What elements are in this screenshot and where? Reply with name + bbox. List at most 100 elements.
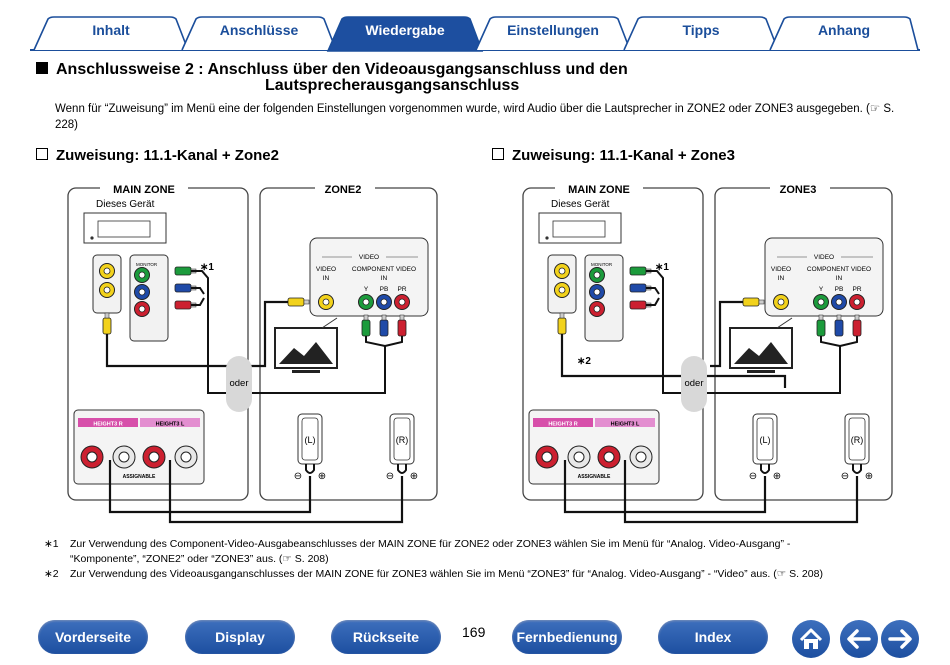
assignable-label: ASSIGNABLE — [578, 474, 611, 480]
tv-green-plug-tip — [363, 314, 369, 321]
speaker-terminal-core — [573, 451, 585, 463]
tab-anhang[interactable]: Anhang — [817, 22, 871, 38]
speaker-left-inner — [756, 417, 774, 461]
component-cable — [646, 270, 841, 394]
component-cable-r — [646, 297, 660, 306]
speaker-terminal-core — [118, 451, 130, 463]
speaker-left-lead — [305, 464, 315, 474]
back-button[interactable] — [840, 620, 878, 658]
video-in-label-2: IN — [778, 275, 785, 282]
intro-page-ref[interactable]: (☞ S. 228) — [55, 103, 895, 131]
nav-fernbedienung-button[interactable]: Fernbedienung — [512, 620, 622, 654]
intro-text: Wenn für “Zuweisung” im Menü eine der fo… — [55, 101, 915, 133]
tv-red-plug — [852, 319, 862, 337]
device-label: Dieses Gerät — [551, 199, 610, 210]
home-button[interactable] — [792, 620, 830, 658]
nav-display-button[interactable]: Display — [185, 620, 295, 654]
footnote-1-line-1: Zur Verwendung des Component-Video-Ausga… — [70, 538, 791, 550]
height3-r-label: HEIGHT3 R — [93, 422, 122, 428]
component-label-2: IN — [381, 275, 388, 282]
yellow-jack-core — [103, 267, 111, 275]
heading-line-1: Anschlussweise 2 : Anschluss über den Vi… — [56, 61, 628, 78]
yellow-plug-main — [557, 317, 567, 335]
or-pill — [681, 356, 707, 412]
tv-stand — [292, 370, 320, 373]
speaker-right-lead — [852, 464, 862, 474]
yellow-plug-main — [102, 317, 112, 335]
speaker-left — [752, 413, 778, 465]
green-jack-core — [593, 271, 601, 279]
pb-label: PB — [835, 286, 844, 293]
tv-red-plug — [397, 319, 407, 337]
speaker-right-minus: ⊖ — [386, 471, 394, 482]
footnote-1-line-2: “Komponente”, “ZONE2” oder “ZONE3” aus. … — [70, 553, 329, 565]
tab-anschluesse[interactable]: Anschlüsse — [219, 22, 299, 38]
or-pill — [226, 356, 252, 412]
tv-green-plug — [816, 319, 826, 337]
tv-red-plug-tip — [854, 314, 860, 321]
video-title: VIDEO — [359, 254, 379, 261]
tab-tipps[interactable]: Tipps — [682, 22, 720, 38]
main-zone-label-bg — [555, 182, 643, 196]
speaker-terminal-core — [635, 451, 647, 463]
tab-wiedergabe[interactable]: Wiedergabe — [365, 22, 445, 38]
page-heading: Anschlussweise 2 : Anschluss über den Vi… — [36, 62, 628, 94]
nav-rueckseite-button[interactable]: Rückseite — [331, 620, 441, 654]
speaker-right-plus: ⊕ — [410, 471, 418, 482]
speaker-right — [389, 413, 415, 465]
tv-component-join — [820, 336, 858, 347]
forward-button[interactable] — [881, 620, 919, 658]
speaker-cable-left — [108, 460, 312, 514]
video-in-label-1: VIDEO — [771, 266, 791, 273]
speaker-right — [844, 413, 870, 465]
tv-panel-pointer — [776, 317, 793, 329]
tv-green-jack-core — [362, 298, 370, 306]
tv-yellow-jack-core — [322, 298, 330, 306]
marker-1: ∗1 — [655, 262, 669, 273]
component-panel — [129, 254, 169, 342]
yellow-jack-core — [558, 286, 566, 294]
tv-stand — [747, 370, 775, 373]
subheading-zone3-text: Zuweisung: 11.1-Kanal + Zone3 — [512, 147, 735, 164]
speaker-panel — [73, 409, 205, 485]
heading-line-2: Lautsprecherausgangsanschluss — [265, 77, 520, 94]
height3-l-bar — [595, 418, 655, 427]
footnote-2-line-1: Zur Verwendung des Videoausganganschluss… — [70, 568, 823, 580]
speaker-right-label: (R) — [396, 435, 409, 445]
tv-picture — [734, 342, 788, 364]
video-title: VIDEO — [814, 254, 834, 261]
y-label: Y — [819, 286, 824, 293]
component-cable-b — [646, 287, 660, 295]
tab-einstellungen[interactable]: Einstellungen — [507, 22, 599, 38]
tv-yellow-plug-tip — [758, 299, 765, 305]
footnote-2: ∗2 Zur Verwendung des Videoausganganschlu… — [44, 567, 823, 582]
height3-r-label: HEIGHT3 R — [548, 422, 577, 428]
speaker-left-minus: ⊖ — [749, 471, 757, 482]
component-label-1: COMPONENT VIDEO — [807, 266, 871, 273]
speaker-left-plus: ⊕ — [773, 471, 781, 482]
tv-video-cable — [255, 300, 288, 368]
nav-vorderseite-button[interactable]: Vorderseite — [38, 620, 148, 654]
tv-green-plug-tip — [818, 314, 824, 321]
nav-index-button[interactable]: Index — [658, 620, 768, 654]
tab-inhalt[interactable]: Inhalt — [92, 22, 130, 38]
speaker-right-inner — [848, 417, 866, 461]
footnote-2-marker: ∗2 — [44, 568, 59, 580]
speaker-left-plus: ⊕ — [318, 471, 326, 482]
monitor-label: MONITOR — [591, 262, 613, 267]
speaker-left — [297, 413, 323, 465]
arrow-right-icon — [888, 629, 912, 649]
height3-l-label: HEIGHT3 L — [156, 422, 185, 428]
monitor-label: MONITOR — [136, 262, 158, 267]
main-zone-label: MAIN ZONE — [568, 184, 630, 196]
page-number: 169 — [462, 624, 486, 640]
speaker-right-inner — [393, 417, 411, 461]
speaker-right-minus: ⊖ — [841, 471, 849, 482]
speaker-panel — [528, 409, 660, 485]
subheading-zone2-text: Zuweisung: 11.1-Kanal + Zone2 — [56, 147, 279, 164]
blue-jack-core — [593, 288, 601, 296]
height3-r-bar — [533, 418, 593, 427]
tv-blue-jack-core — [380, 298, 388, 306]
zone-label-bg — [315, 182, 375, 196]
component-cable-r — [191, 297, 205, 306]
